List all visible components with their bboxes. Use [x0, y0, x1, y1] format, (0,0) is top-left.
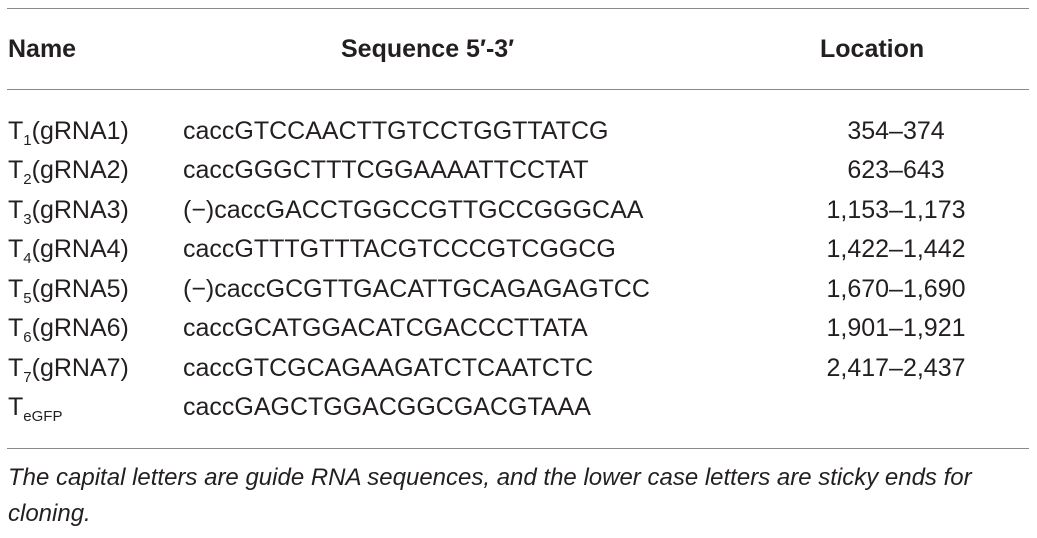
- row-name-subscript: 6: [23, 329, 32, 346]
- table-bottom-rule: [7, 448, 1029, 449]
- row-name-suffix: (gRNA3): [31, 196, 129, 224]
- row-sequence-cell: caccGCATGGACATCGACCCTTATA: [183, 314, 588, 342]
- row-name-prefix: T: [8, 275, 24, 303]
- row-name-suffix: (gRNA5): [31, 275, 129, 303]
- row-sequence-cell: caccGTCGCAGAAGATCTCAATCTC: [183, 354, 594, 382]
- row-name-subscript: 5: [23, 290, 32, 307]
- row-sequence-cell: (−)caccGCGTTGACATTGCAGAGAGTCC: [183, 275, 650, 303]
- row-name-subscript: 1: [23, 132, 32, 149]
- row-name-cell: T6(gRNA6): [8, 308, 129, 352]
- row-location-cell: 1,153–1,173: [826, 196, 966, 224]
- table-row: TeGFP caccGAGCTGGACGGCGACGTAAA: [0, 387, 1037, 427]
- table-row: T4(gRNA4) caccGTTTGTTTACGTCCCGTCGGCG 1,4…: [0, 229, 1037, 269]
- row-name-subscript: 3: [23, 211, 32, 228]
- row-name-prefix: T: [8, 393, 24, 421]
- row-name-subscript: 2: [23, 171, 32, 188]
- row-sequence-cell: (−)caccGACCTGGCCGTTGCCGGGCAA: [183, 196, 644, 224]
- row-sequence-cell: caccGGGCTTTCGGAAAATTCCTAT: [183, 156, 589, 184]
- column-header-name: Name: [8, 35, 77, 63]
- row-name-prefix: T: [8, 235, 24, 263]
- row-name-suffix: (gRNA1): [31, 117, 129, 145]
- row-name-cell: TeGFP: [8, 387, 62, 431]
- row-location-cell: 623–643: [847, 156, 945, 184]
- row-name-prefix: T: [8, 354, 24, 382]
- table-row: T7(gRNA7) caccGTCGCAGAAGATCTCAATCTC 2,41…: [0, 348, 1037, 388]
- table-top-rule: [7, 8, 1029, 9]
- row-name-prefix: T: [8, 196, 24, 224]
- row-name-subscript: 7: [23, 369, 32, 386]
- row-name-suffix: (gRNA2): [31, 156, 129, 184]
- row-sequence-cell: caccGAGCTGGACGGCGACGTAAA: [183, 393, 591, 421]
- table-row: T2(gRNA2) caccGGGCTTTCGGAAAATTCCTAT 623–…: [0, 150, 1037, 190]
- row-name-cell: T2(gRNA2): [8, 150, 129, 194]
- table-row: T3(gRNA3) (−)caccGACCTGGCCGTTGCCGGGCAA 1…: [0, 190, 1037, 230]
- row-name-prefix: T: [8, 314, 24, 342]
- row-location-cell: 1,422–1,442: [826, 235, 966, 263]
- row-name-suffix: (gRNA7): [31, 354, 129, 382]
- table-row: T1(gRNA1) caccGTCCAACTTGTCCTGGTTATCG 354…: [0, 111, 1037, 151]
- row-sequence-cell: caccGTCCAACTTGTCCTGGTTATCG: [183, 117, 609, 145]
- table-row: T6(gRNA6) caccGCATGGACATCGACCCTTATA 1,90…: [0, 308, 1037, 348]
- row-name-subscript: 4: [23, 250, 32, 267]
- row-name-cell: T5(gRNA5): [8, 269, 129, 313]
- row-name-prefix: T: [8, 117, 24, 145]
- row-name-prefix: T: [8, 156, 24, 184]
- table-footnote: The capital letters are guide RNA sequen…: [8, 464, 972, 527]
- row-name-suffix: (gRNA4): [31, 235, 129, 263]
- row-name-subscript: eGFP: [23, 408, 63, 425]
- table-header-rule: [7, 89, 1029, 90]
- row-name-cell: T3(gRNA3): [8, 190, 129, 234]
- row-sequence-cell: caccGTTTGTTTACGTCCCGTCGGCG: [183, 235, 616, 263]
- row-location-cell: 2,417–2,437: [826, 354, 966, 382]
- column-header-sequence: Sequence 5′-3′: [341, 35, 515, 63]
- row-name-cell: T1(gRNA1): [8, 111, 129, 155]
- row-location-cell: 1,670–1,690: [826, 275, 966, 303]
- row-location-cell: 1,901–1,921: [826, 314, 966, 342]
- row-location-cell: 354–374: [847, 117, 945, 145]
- table-row: T5(gRNA5) (−)caccGCGTTGACATTGCAGAGAGTCC …: [0, 269, 1037, 309]
- column-header-location: Location: [820, 35, 925, 63]
- row-name-cell: T4(gRNA4): [8, 229, 129, 273]
- row-name-suffix: (gRNA6): [31, 314, 129, 342]
- row-name-cell: T7(gRNA7): [8, 348, 129, 392]
